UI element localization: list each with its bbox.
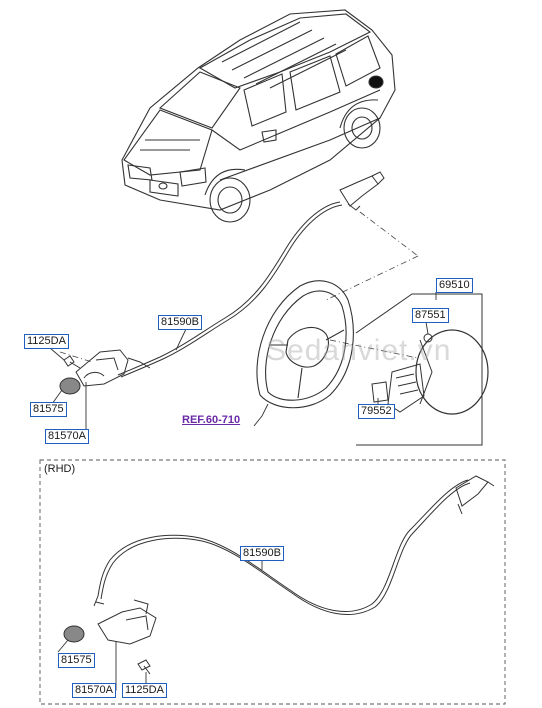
leader-lines-rhd (57, 560, 263, 691)
lever-assembly-rhd (63, 599, 157, 675)
part-label-69510[interactable]: 69510 (436, 278, 473, 293)
lever-assembly-top (59, 349, 151, 395)
part-label-1125DA-top[interactable]: 1125DA (24, 334, 69, 349)
part-label-81570A-top[interactable]: 81570A (45, 429, 89, 444)
steering-wheel (256, 280, 354, 409)
release-cable-rhd (93, 475, 495, 615)
part-label-87551[interactable]: 87551 (412, 308, 449, 323)
watermark: Sedanviet.vn (266, 334, 452, 367)
part-label-81590B-top[interactable]: 81590B (158, 315, 202, 330)
part-label-81575-rhd[interactable]: 81575 (58, 653, 95, 668)
part-label-81575-top[interactable]: 81575 (30, 402, 67, 417)
rhd-section-frame (39, 459, 506, 705)
rhd-section-label: (RHD) (44, 463, 76, 475)
release-cable-top (117, 171, 385, 378)
part-label-79552[interactable]: 79552 (358, 404, 395, 419)
guide-lines (59, 211, 419, 363)
part-label-81590B-rhd[interactable]: 81590B (240, 546, 284, 561)
reference-link-steering-wheel[interactable]: REF.60-710 (182, 414, 241, 426)
fuel-door-box (355, 293, 489, 446)
part-label-81570A-rhd[interactable]: 81570A (72, 683, 116, 698)
part-label-1125DA-rhd[interactable]: 1125DA (122, 683, 167, 698)
vehicle-illustration (121, 9, 396, 223)
